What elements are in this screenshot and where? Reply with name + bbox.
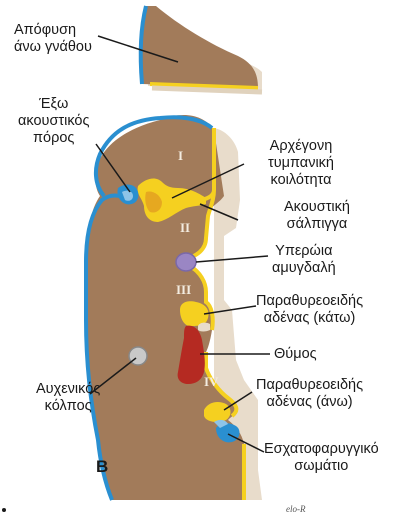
- signature: elo-R: [286, 504, 306, 514]
- label-palatine-tonsil: Υπερώια αμυγδαλή: [272, 243, 336, 277]
- palatine-tonsil: [176, 253, 196, 271]
- pouch-numeral-3: III: [176, 282, 191, 297]
- pouch-numeral-2: II: [180, 220, 190, 235]
- maxillary-process: [141, 6, 262, 92]
- label-cervical-sinus: Αυχενικός κόλπος: [36, 381, 100, 415]
- corner-dot: [2, 508, 6, 512]
- label-external-acoustic-meatus: Έξω ακουστικός πόρος: [18, 96, 89, 147]
- label-primitive-tympanic-cavity: Αρχέγονη τυμπανική κοιλότητα: [268, 138, 334, 189]
- pharyngeal-wall: [86, 115, 262, 500]
- label-thymus: Θύμος: [274, 346, 317, 363]
- pouch-numeral-1: I: [178, 148, 183, 163]
- label-parathyroid-upper: Παραθυρεοειδής αδένας (άνω): [256, 377, 363, 411]
- label-parathyroid-lower: Παραθυρεοειδής αδένας (κάτω): [256, 293, 363, 327]
- label-auditory-tube: Ακουστική σάλπιγγα: [284, 199, 350, 233]
- label-ultimobranchial-body: Εσχατοφαρυγγικό σωμάτιο: [264, 441, 379, 475]
- label-maxillary-process: Απόφυση άνω γνάθου: [14, 22, 92, 56]
- pouch-numeral-4: IV: [204, 374, 219, 389]
- panel-letter: B: [96, 457, 108, 476]
